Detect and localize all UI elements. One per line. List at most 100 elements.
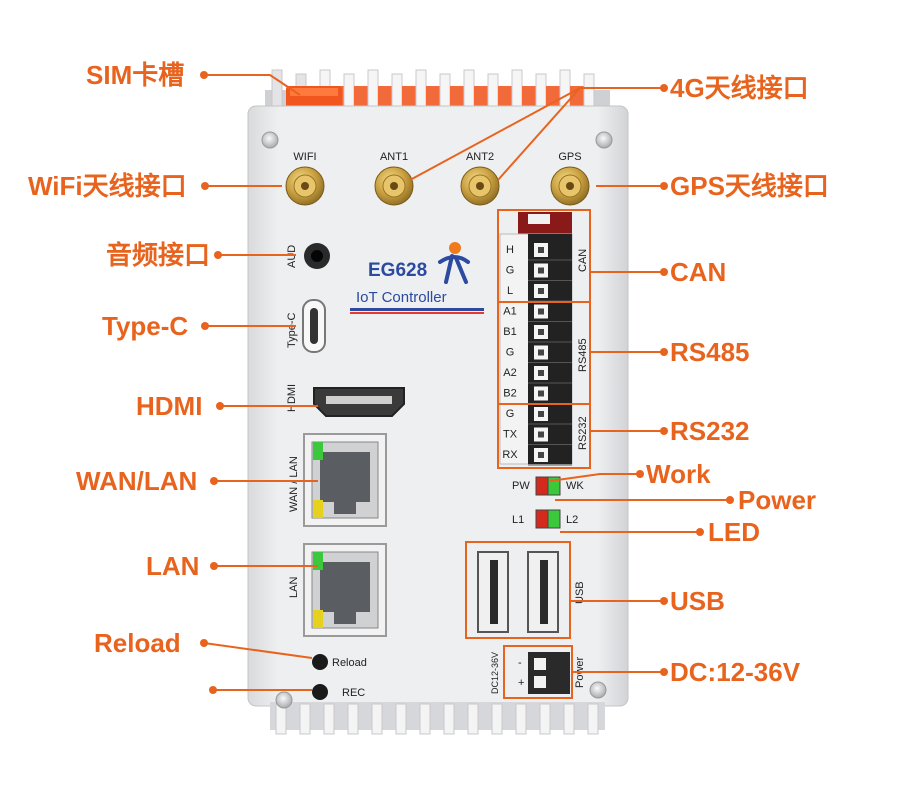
fin <box>415 69 427 107</box>
callout-reload: Reload <box>94 628 181 658</box>
callout-can: CAN <box>670 257 727 287</box>
pin-hole <box>538 370 544 376</box>
fin <box>343 73 355 111</box>
fin <box>391 73 403 111</box>
led-green <box>313 552 323 570</box>
fin <box>535 73 547 111</box>
antenna-pin <box>301 182 309 190</box>
rec-label: REC <box>342 687 365 699</box>
rs232-bracket <box>497 403 591 469</box>
callout-sim-slot: SIM卡槽 <box>86 60 185 90</box>
callout-work: Work <box>646 459 711 489</box>
wk-label: WK <box>566 480 584 492</box>
led-l2 <box>547 509 561 529</box>
led-l1 <box>535 509 549 529</box>
antenna-pin <box>390 182 398 190</box>
fin-gap <box>474 86 488 106</box>
logo-sub: IoT Controller <box>356 289 447 306</box>
fin <box>443 703 455 735</box>
logo-figure-icon <box>449 242 461 254</box>
plus-label: + <box>518 677 524 689</box>
pin-label: G <box>506 347 515 359</box>
callout-wan-lan: WAN/LAN <box>76 466 198 496</box>
fin-gap <box>522 86 536 106</box>
pin-label: A1 <box>503 306 516 318</box>
screw <box>261 131 279 149</box>
callout-dots <box>200 71 734 694</box>
fin-gap <box>498 86 512 106</box>
pin-hole <box>538 349 544 356</box>
l2-label: L2 <box>566 514 578 526</box>
callout-wifi-antenna: WiFi天线接口 <box>28 171 187 201</box>
pin-hole <box>538 247 544 253</box>
fin-gap <box>426 86 440 106</box>
aud-label: AUD <box>286 245 298 268</box>
led-pw <box>535 476 549 496</box>
pin-label: L <box>507 285 513 297</box>
pin-label: G <box>506 408 515 420</box>
heat-sink-bottom <box>270 702 605 735</box>
callout-gps-antenna: GPS天线接口 <box>670 171 829 201</box>
l1-label: L1 <box>512 514 524 526</box>
fin <box>299 703 311 735</box>
fin <box>395 703 407 735</box>
pin-hole <box>538 329 544 335</box>
pin-label: G <box>506 265 515 277</box>
antenna-pin <box>566 182 574 190</box>
antenna-pin <box>476 182 484 190</box>
pin-label: B2 <box>503 388 516 400</box>
led-green <box>313 442 323 460</box>
pin-label: H <box>506 244 514 256</box>
screw <box>595 131 613 149</box>
callout-usb: USB <box>670 586 725 616</box>
fin <box>419 703 431 735</box>
fin <box>271 69 283 107</box>
pin-hole <box>538 288 544 294</box>
pin-hole <box>538 308 544 315</box>
fin <box>515 703 527 735</box>
reload-button[interactable] <box>312 654 328 670</box>
pin-hole <box>538 431 544 438</box>
reload-label: Reload <box>332 657 367 669</box>
fin <box>487 73 499 111</box>
minus-label: - <box>518 657 522 669</box>
pin-hole <box>538 267 544 274</box>
callout-audio: 音频接口 <box>106 240 211 270</box>
rs485-side-label: RS485 <box>577 338 589 372</box>
pin-hole <box>538 411 544 417</box>
fin <box>323 703 335 735</box>
can-side-label: CAN <box>577 249 589 272</box>
pin-label: B1 <box>503 326 516 338</box>
fin <box>511 69 523 107</box>
callout-hdmi: HDMI <box>136 391 203 421</box>
pw-label: PW <box>512 480 530 492</box>
fin <box>347 703 359 735</box>
logo-model: EG628 <box>368 260 427 281</box>
pin-hole <box>538 452 544 458</box>
callout-type-c: Type-C <box>102 311 189 341</box>
fin <box>275 703 287 735</box>
callout-power: Power <box>738 485 817 515</box>
callout-lan: LAN <box>146 551 200 581</box>
fin <box>563 703 575 735</box>
screw <box>589 681 607 699</box>
led-yellow <box>313 610 323 628</box>
fin <box>587 703 599 735</box>
fin <box>539 703 551 735</box>
callout-dc: DC:12-36V <box>670 657 801 687</box>
fin-gap <box>378 86 392 106</box>
fin-gap <box>402 86 416 106</box>
led-yellow <box>313 500 323 518</box>
fin <box>463 69 475 107</box>
antenna-label: WIFI <box>293 151 316 163</box>
callout-rs485: RS485 <box>670 337 750 367</box>
screw <box>275 691 293 709</box>
fin-gap <box>450 86 464 106</box>
wan-lan-label: WAN / LAN <box>288 456 300 512</box>
pin-label: TX <box>503 429 518 441</box>
callout-led: LED <box>708 517 760 547</box>
lan-port[interactable] <box>303 543 387 637</box>
usb-side-label: USB <box>574 581 586 604</box>
rs232-side-label: RS232 <box>577 416 589 450</box>
rec-button[interactable] <box>312 684 328 700</box>
